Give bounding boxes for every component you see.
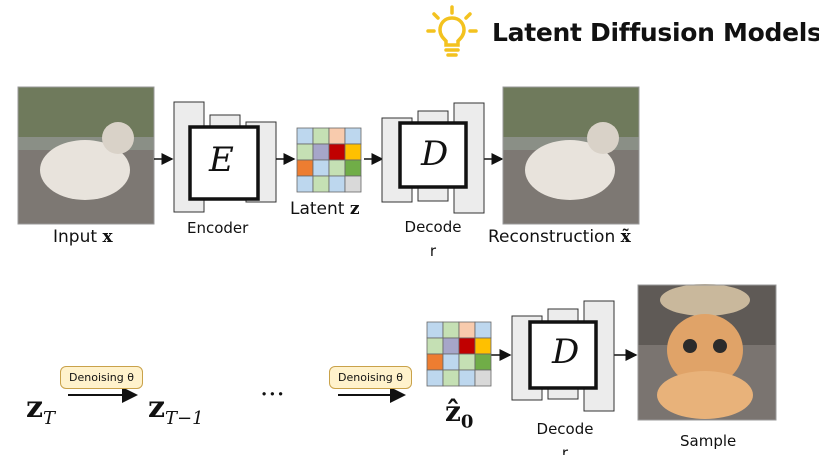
- latent-cell: [344, 159, 362, 177]
- latent-cell: [474, 337, 492, 355]
- z-0-label: ẑ0: [445, 395, 474, 433]
- latent-cell: [426, 353, 444, 371]
- denoising-step-badge-2: Denoising θ: [329, 366, 412, 389]
- latent-cell: [474, 321, 492, 339]
- latent-cell: [344, 127, 362, 145]
- encoder-symbol: E: [209, 140, 234, 180]
- page-title: Latent Diffusion Models: [492, 18, 819, 47]
- decoder-symbol: D: [421, 134, 449, 174]
- lightbulb-icon: [426, 5, 478, 57]
- sample-image: [637, 284, 777, 421]
- latent-cell: [296, 175, 314, 193]
- latent-grid-sample: [426, 321, 492, 387]
- latent-cell: [328, 127, 346, 145]
- latent-cell: [296, 127, 314, 145]
- decoder-symbol-sample: D: [552, 332, 580, 372]
- reconstruction-label: Reconstruction x̃: [488, 227, 631, 247]
- latent-cell: [344, 175, 362, 193]
- latent-cell: [458, 353, 476, 371]
- latent-cell: [296, 159, 314, 177]
- reconstruction-image: [502, 86, 640, 225]
- latent-cell: [426, 321, 444, 339]
- latent-cell: [458, 337, 476, 355]
- latent-cell: [312, 143, 330, 161]
- latent-cell: [344, 143, 362, 161]
- latent-cell: [458, 321, 476, 339]
- input-image: [17, 86, 155, 225]
- latent-cell: [442, 353, 460, 371]
- sample-label: Sample: [680, 432, 737, 450]
- latent-cell: [328, 159, 346, 177]
- latent-cell: [312, 175, 330, 193]
- latent-label: Latent z: [290, 199, 360, 219]
- latent-cell: [442, 369, 460, 387]
- latent-cell: [426, 337, 444, 355]
- latent-cell: [296, 143, 314, 161]
- latent-cell: [442, 337, 460, 355]
- decoder-block: [381, 102, 485, 214]
- decoder-block-sample: [511, 300, 615, 412]
- latent-grid: [296, 127, 362, 193]
- z-T-label: zT: [26, 390, 56, 429]
- latent-cell: [458, 369, 476, 387]
- latent-cell: [312, 127, 330, 145]
- latent-cell: [328, 175, 346, 193]
- latent-cell: [312, 159, 330, 177]
- latent-cell: [474, 369, 492, 387]
- z-T-minus-1-label: zT−1: [148, 390, 204, 429]
- denoising-step-badge: Denoising θ: [60, 366, 143, 389]
- latent-cell: [474, 353, 492, 371]
- latent-cell: [328, 143, 346, 161]
- ellipsis: ···: [260, 380, 285, 410]
- decoder-label: Decode r: [404, 218, 462, 260]
- encoder-label: Encoder: [187, 219, 249, 237]
- encoder-block: [173, 101, 277, 213]
- latent-cell: [442, 321, 460, 339]
- input-label: Input x: [53, 227, 113, 247]
- decoder-label-sample: Decode r: [536, 420, 594, 455]
- latent-cell: [426, 369, 444, 387]
